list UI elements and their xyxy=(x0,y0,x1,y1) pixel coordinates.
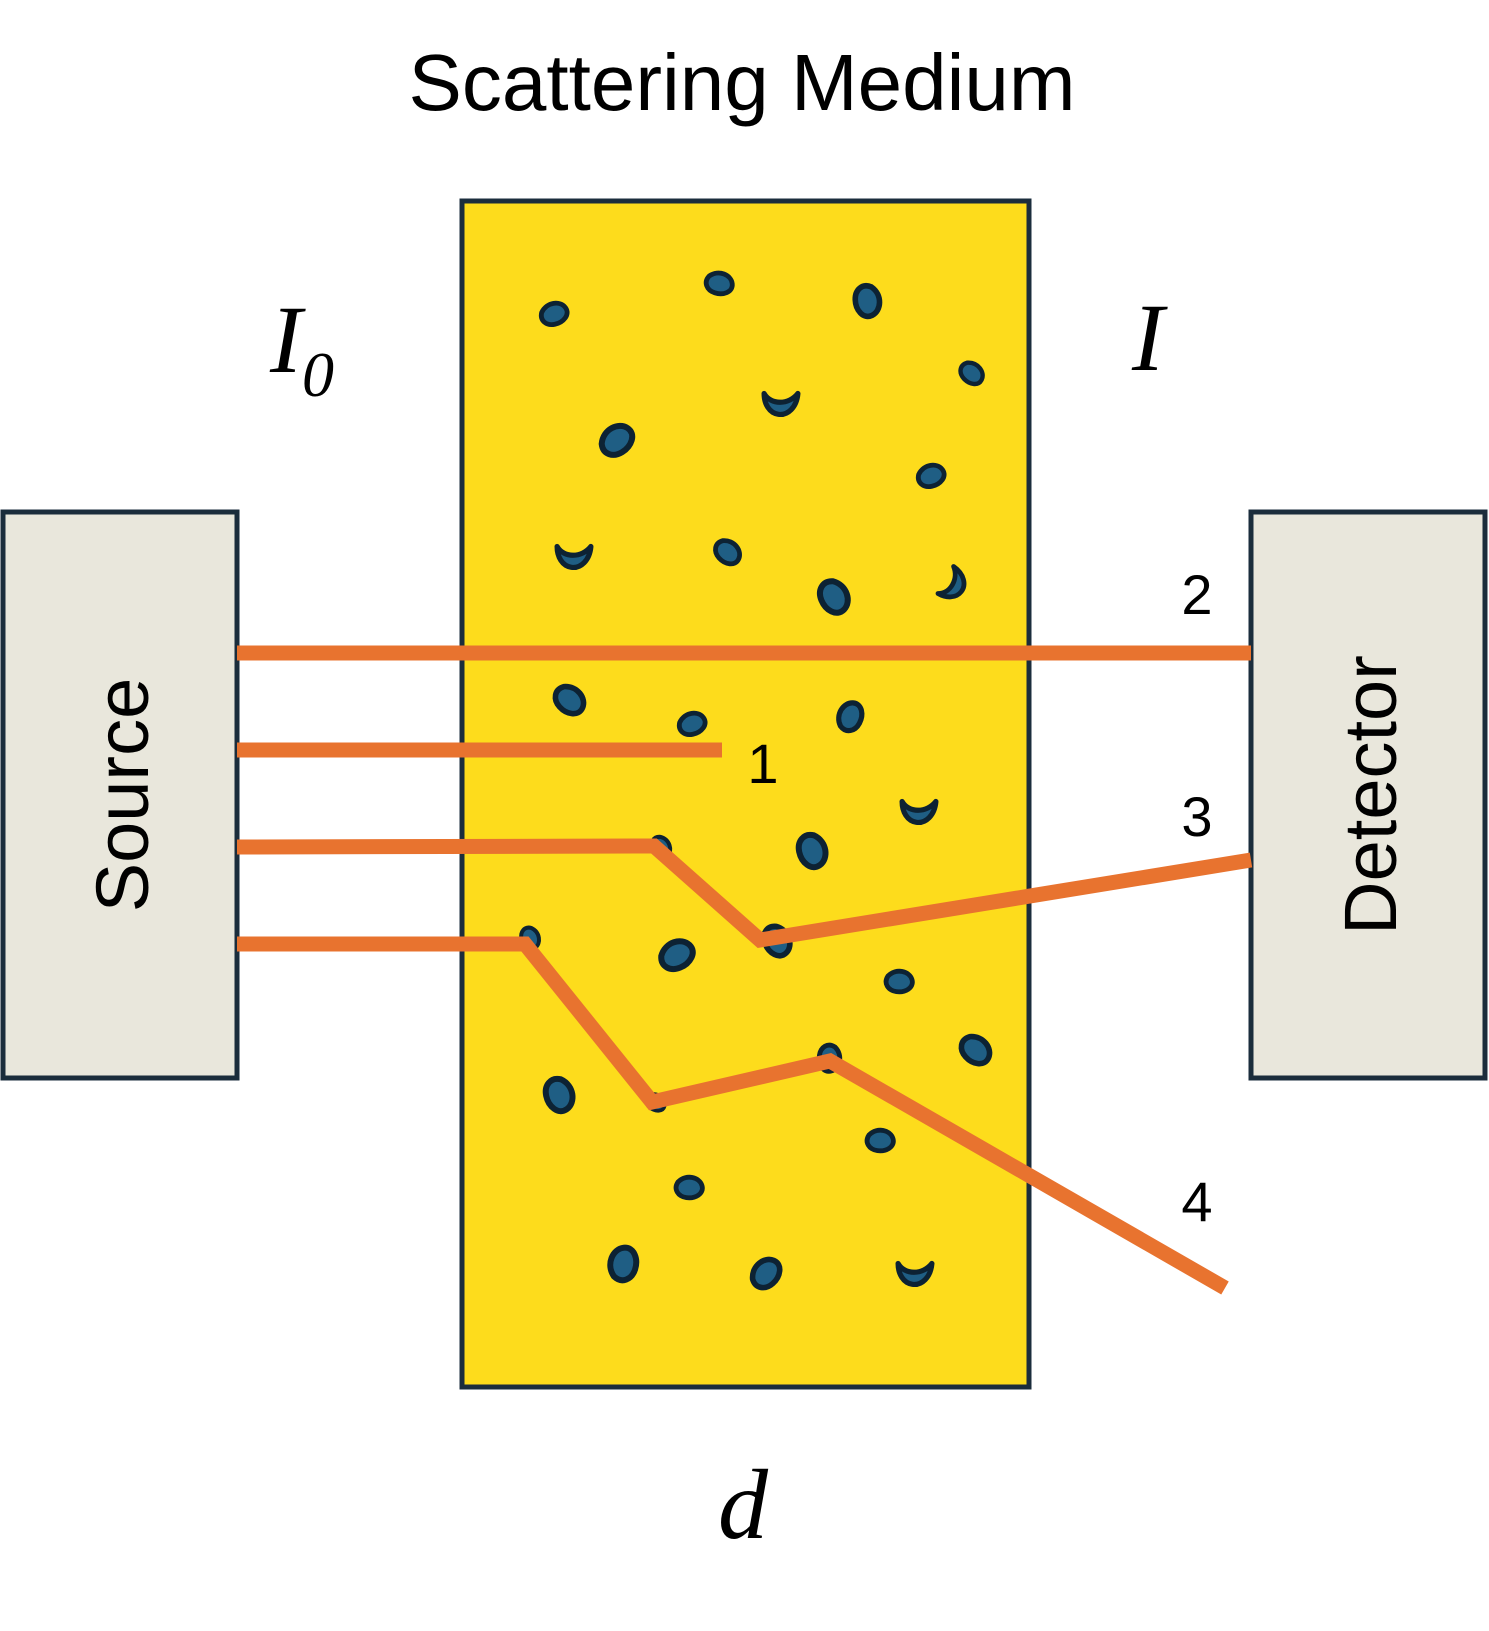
ray-label-4: 4 xyxy=(1181,1170,1212,1233)
detector-box xyxy=(1248,509,1488,1081)
scatterer-particle xyxy=(749,1256,783,1291)
scatterer-particle xyxy=(958,360,985,387)
ray-4-path xyxy=(237,936,1229,1295)
scatterer-particle xyxy=(864,1127,896,1154)
ray-3-path xyxy=(236,838,1253,948)
scatterer-particle xyxy=(676,710,708,737)
scatterer-particle xyxy=(795,831,829,871)
scatterer-particle xyxy=(703,270,735,297)
ray-label-3: 3 xyxy=(1181,785,1212,848)
scatterer-particle xyxy=(883,968,915,995)
diagram-title: Scattering Medium xyxy=(409,38,1076,127)
transmitted-intensity-label: I xyxy=(1131,284,1168,391)
scatterer-particle xyxy=(915,462,947,489)
scatterer-particle xyxy=(552,683,587,717)
incident-intensity-symbol: I xyxy=(269,286,306,393)
scatterer-particle xyxy=(538,300,570,327)
scatterer-particle xyxy=(673,1174,705,1201)
medium-thickness-label: d xyxy=(718,1449,769,1560)
scatterer-particle xyxy=(817,578,851,616)
scatterer-particle xyxy=(958,1033,993,1067)
scatterer-particle xyxy=(836,700,865,734)
incident-intensity-label: I0 xyxy=(269,286,334,410)
scatterer-particle xyxy=(542,1075,576,1115)
incident-intensity-subscript: 0 xyxy=(302,339,334,410)
scattering-medium xyxy=(459,198,1032,1390)
scatterer-particle xyxy=(658,938,696,972)
scatterer-particle xyxy=(598,422,636,458)
scatterer-particle xyxy=(852,283,883,320)
scatterer-particle xyxy=(607,1244,640,1284)
scatterer-particle xyxy=(554,543,594,570)
ray-label-1: 1 xyxy=(747,732,778,795)
source-box xyxy=(0,509,240,1081)
scatterer-particle xyxy=(713,538,742,567)
scatterer-particle xyxy=(895,1260,935,1287)
scatterer-particle xyxy=(761,390,801,417)
detector-label: Detector xyxy=(1329,655,1412,935)
ray-label-2: 2 xyxy=(1181,563,1212,626)
scatterer-particle xyxy=(899,798,939,825)
scatterer-particles xyxy=(519,270,993,1291)
source-label: Source xyxy=(81,678,164,912)
scatterer-particle xyxy=(935,564,967,600)
